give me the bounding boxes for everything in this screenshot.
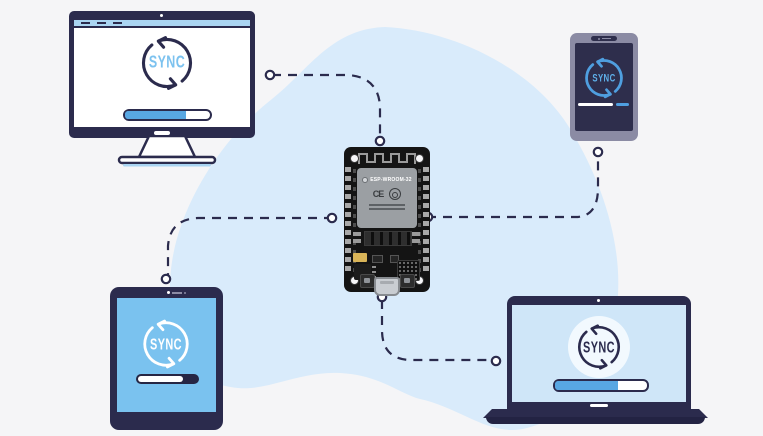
- tablet: [110, 287, 223, 430]
- sync-label: SYNC: [583, 338, 615, 356]
- smd-pad: [353, 239, 361, 243]
- capacitor-row: [364, 231, 412, 246]
- smd-component: [390, 255, 399, 263]
- progress-fill: [138, 376, 183, 382]
- camera-dot-icon: [167, 291, 170, 294]
- connection-phone: [427, 156, 600, 219]
- boot-button: [400, 274, 415, 288]
- pad-row-left: [353, 169, 356, 272]
- pin-header-right: [423, 167, 429, 274]
- progress-bar-tablet: [136, 374, 199, 384]
- monitor-stand: [117, 136, 217, 167]
- micro-usb-port: [374, 277, 400, 296]
- menu-dash-icon: [113, 22, 122, 24]
- progress-bar-laptop: [553, 379, 649, 392]
- webcam-dot-icon: [597, 299, 600, 302]
- antenna-trace-icon: [358, 153, 416, 164]
- webcam-dot-icon: [160, 14, 163, 17]
- camera-notch: [158, 287, 195, 298]
- pad-row-right: [418, 169, 421, 272]
- smd-pad: [412, 239, 420, 243]
- sync-arrows-icon: [141, 36, 193, 90]
- connection-laptop: [380, 300, 492, 362]
- connection-tablet: [166, 216, 333, 275]
- shield-fine-print: [357, 204, 417, 210]
- esp32-devkit-board: ESP-WROOM-32 CE: [344, 147, 430, 296]
- sync-indicator-tablet: SYNC: [138, 316, 194, 372]
- laptop-base: [483, 409, 708, 418]
- smartphone: [570, 33, 638, 141]
- mounting-hole: [350, 154, 359, 163]
- tablet-screen: [117, 298, 216, 412]
- pin-header-left: [345, 167, 351, 274]
- menu-dash-icon: [97, 22, 106, 24]
- phone-screen: [575, 43, 633, 131]
- smd-component-yellow: [353, 253, 367, 262]
- wifi-cert-icon: [389, 188, 402, 200]
- sync-label: SYNC: [592, 71, 616, 85]
- progress-bar-phone-segment: [616, 103, 629, 106]
- ce-mark: CE: [372, 189, 384, 199]
- smd-pad: [353, 232, 361, 236]
- progress-bar-phone: [578, 103, 613, 106]
- sync-label: SYNC: [150, 335, 182, 353]
- en-button: [360, 274, 375, 288]
- sync-indicator-monitor: SYNC: [136, 32, 198, 94]
- sync-label: SYNC: [148, 52, 186, 72]
- module-label: ESP-WROOM-32: [370, 177, 412, 183]
- smd-component: [372, 255, 383, 263]
- espressif-logo-icon: [362, 177, 369, 183]
- menu-dash-icon: [81, 22, 90, 24]
- sync-arrows-icon: [585, 57, 623, 99]
- speaker-icon: [172, 291, 182, 294]
- sync-indicator-laptop: SYNC: [573, 321, 625, 373]
- progress-fill: [125, 111, 187, 119]
- laptop-chin-notch: [590, 404, 608, 407]
- menu-bar: [74, 20, 250, 28]
- monitor-chin-notch: [154, 131, 170, 135]
- wifi-module-shield: ESP-WROOM-32 CE: [357, 168, 417, 228]
- progress-fill: [555, 381, 618, 390]
- speaker-icon: [591, 36, 617, 41]
- sync-indicator-phone: SYNC: [581, 55, 627, 101]
- connection-monitor: [272, 73, 382, 138]
- smd-pad: [412, 232, 420, 236]
- mounting-hole: [415, 154, 424, 163]
- progress-bar-monitor: [123, 109, 212, 121]
- sync-arrows-icon: [578, 324, 620, 370]
- laptop-base-bottom: [486, 417, 705, 424]
- sync-arrows-icon: [143, 319, 189, 369]
